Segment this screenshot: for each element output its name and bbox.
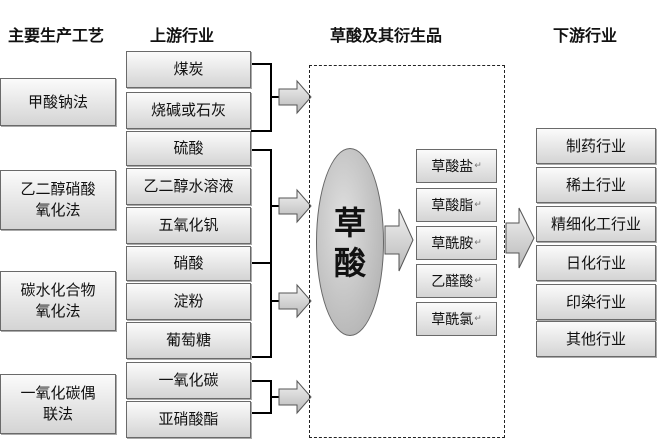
derivative-box: 草酸盐↵ [416,149,497,183]
bracket-group-3 [251,262,272,358]
arrow-group-1 [278,79,312,115]
oxalic-acid-label: 草 酸 [333,204,366,282]
paragraph-mark: ↵ [474,238,482,248]
downstream-label: 印染行业 [565,292,626,311]
upstream-box: 乙二醇水溶液 [126,168,251,205]
downstream-box: 制药行业 [536,128,656,164]
header-products: 草酸及其衍生品 [330,26,443,45]
process-label: 甲酸钠法 [27,92,88,111]
upstream-box: 葡萄糖 [126,322,251,359]
upstream-box: 硫酸 [126,131,251,166]
paragraph-mark: ↵ [474,200,482,210]
downstream-label: 精细化工行业 [550,214,641,233]
header-downstream: 下游行业 [553,26,618,45]
upstream-label: 亚硝酸酯 [158,410,219,428]
header-process: 主要生产工艺 [8,26,105,45]
upstream-box: 煤炭 [126,51,251,88]
upstream-box: 烧碱或石灰 [126,92,251,129]
process-label: 一氧化碳偶 联法 [20,384,96,423]
upstream-box: 硝酸 [126,246,251,281]
process-label: 碳水化合物 氧化法 [20,281,96,320]
downstream-box: 日化行业 [536,245,656,281]
downstream-label: 制药行业 [565,136,626,155]
process-box: 乙二醇硝酸 氧化法 [0,170,116,230]
header-upstream: 上游行业 [150,26,215,45]
derivative-label: 草酸脂 [431,198,474,214]
downstream-box: 稀土行业 [536,167,656,203]
oxalic-acid-oval [316,148,384,336]
arrow-derivatives-to-downstream [505,207,535,269]
upstream-box: 淀粉 [126,283,251,320]
arrow-group-2 [278,188,312,224]
derivative-label: 草酰胺 [431,236,474,252]
upstream-label: 五氧化钒 [158,216,219,234]
upstream-label: 葡萄糖 [165,331,211,349]
upstream-label: 烧碱或石灰 [150,101,226,119]
bracket-group-4 [251,380,272,414]
upstream-label: 煤炭 [173,60,204,78]
paragraph-mark: ↵ [474,314,482,324]
upstream-label: 硫酸 [173,139,204,157]
upstream-label: 一氧化碳 [158,371,219,389]
arrow-group-3 [278,283,312,319]
upstream-label: 硝酸 [173,254,204,272]
downstream-label: 日化行业 [565,253,626,272]
downstream-box: 其他行业 [536,321,656,357]
bracket-group-1 [251,63,272,132]
downstream-label: 稀土行业 [565,175,626,194]
upstream-label: 淀粉 [173,292,204,310]
upstream-box: 五氧化钒 [126,207,251,244]
bracket-group-2 [251,149,272,264]
derivative-label: 乙醛酸 [431,274,474,290]
downstream-box: 精细化工行业 [536,206,656,242]
arrow-group-4 [278,379,312,415]
process-box: 碳水化合物 氧化法 [0,271,116,331]
derivative-label: 草酰氯 [431,312,474,328]
derivative-box: 乙醛酸↵ [416,264,497,298]
derivative-box: 草酰胺↵ [416,226,497,260]
process-box: 甲酸钠法 [0,78,116,126]
downstream-box: 印染行业 [536,284,656,320]
upstream-box: 亚硝酸酯 [126,401,251,438]
arrow-oval-to-derivatives [384,208,414,272]
process-box: 一氧化碳偶 联法 [0,374,116,434]
downstream-label: 其他行业 [565,329,626,348]
derivative-box: 草酸脂↵ [416,188,497,222]
paragraph-mark: ↵ [474,276,482,286]
derivative-label: 草酸盐 [431,159,474,175]
paragraph-mark: ↵ [474,161,482,171]
oxalic-acid-derivatives-container [309,65,505,438]
upstream-box: 一氧化碳 [126,362,251,399]
derivative-box: 草酰氯↵ [416,302,497,336]
upstream-label: 乙二醇水溶液 [143,177,234,195]
process-label: 乙二醇硝酸 氧化法 [20,180,96,219]
